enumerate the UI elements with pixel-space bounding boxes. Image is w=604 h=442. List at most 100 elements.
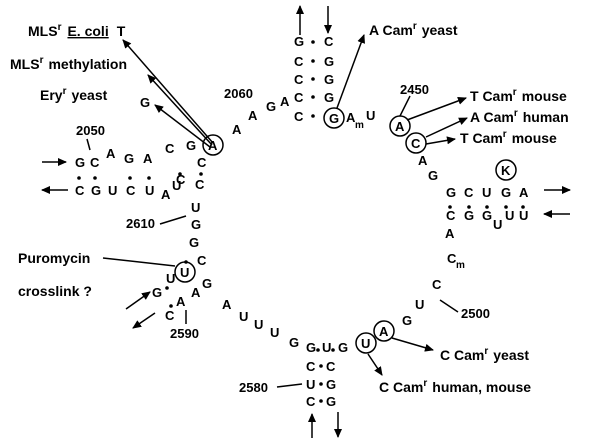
nucleotide: U [145, 183, 154, 198]
arrow-to-t-cam-mouse [406, 97, 467, 121]
nucleotide: G [75, 155, 85, 170]
arrow-to-c-cam-human-mouse [367, 353, 383, 376]
nucleotide: A [248, 108, 258, 123]
position-number: 2050 [76, 123, 105, 138]
nucleotide: U [415, 297, 424, 312]
arrow-to-methylation [147, 74, 213, 146]
nucleotide: C [294, 54, 304, 69]
nucleotide: C [90, 155, 100, 170]
arrow-to-c-cam-yeast [391, 337, 434, 352]
circled-nucleotide [373, 320, 395, 342]
nucleotide: C [411, 136, 421, 151]
nucleotide: U [191, 200, 200, 215]
arrow-2590-out [132, 312, 156, 329]
nucleotide: C [176, 172, 186, 187]
nucleotide: C [306, 394, 316, 409]
circled-nucleotide [202, 134, 224, 156]
nucleotide: G [152, 285, 162, 300]
nucleotide: G [186, 138, 196, 153]
nucleotide: G [446, 185, 456, 200]
nucleotide: C [464, 185, 474, 200]
nucleotide: G [294, 34, 304, 49]
position-number: 2610 [126, 216, 155, 231]
nucleotide: A [232, 122, 242, 137]
arrow-to-a-cam-human [425, 117, 468, 138]
nucleotide: U [180, 265, 189, 280]
nucleotide: G [189, 235, 199, 250]
nucleotide: U [306, 377, 315, 392]
nucleotide: C [326, 359, 336, 374]
nucleotide: A [280, 94, 290, 109]
nucleotide: C [294, 109, 304, 124]
nucleotide: A [418, 153, 428, 168]
position-number: 2060 [224, 86, 253, 101]
nucleotide: G [501, 185, 511, 200]
nucleotide: A [346, 110, 356, 125]
nucleotide: A [143, 151, 153, 166]
nucleotide: C [446, 208, 456, 223]
nucleotide: G [266, 99, 276, 114]
arrow-2590-in [125, 291, 151, 310]
nucleotide: U [519, 208, 528, 223]
nucleotide: U [108, 183, 117, 198]
nucleotide: G [324, 90, 334, 105]
nucleotide: C [306, 359, 316, 374]
nucleotide: A [208, 138, 218, 153]
nucleotide: G [326, 394, 336, 409]
nucleotide: G [91, 183, 101, 198]
nucleotide: G [289, 335, 299, 350]
nucleotide: G [124, 151, 134, 166]
annotation-puromycin: Puromycin [18, 250, 90, 266]
nucleotide: U [482, 185, 491, 200]
nucleotide: C [432, 277, 442, 292]
nucleotide: U [172, 178, 181, 193]
nucleotide: U [493, 217, 502, 232]
position-number: 2590 [170, 326, 199, 341]
nucleotide: C [324, 34, 334, 49]
circled-k [495, 159, 517, 181]
nucleotide: A [379, 324, 389, 339]
arrow-to-cam-yeast-top [336, 34, 365, 109]
nucleotide: G [329, 111, 339, 126]
nucleotide: C [197, 253, 207, 268]
modification-m: m [456, 260, 465, 271]
position-number: 2450 [400, 82, 429, 97]
annotation-crosslink: crosslink ? [18, 283, 92, 299]
nucleotide: G [202, 276, 212, 291]
nucleotide: G [324, 54, 334, 69]
annotation-g-base: G [140, 95, 150, 110]
nucleotide: C [447, 251, 457, 266]
arrow-to-ecoli [122, 39, 214, 144]
nucleotide: A [191, 285, 201, 300]
nucleotide: U [361, 336, 370, 351]
nucleotide: C [165, 308, 175, 323]
nucleotide: G [326, 377, 336, 392]
arrow-to-t-cam-mouse-2 [425, 136, 456, 145]
nucleotide: G [324, 72, 334, 87]
nucleotide: C [197, 155, 207, 170]
nucleotide: U [322, 340, 331, 355]
nucleotide: A [161, 187, 171, 202]
nucleotide: U [166, 271, 175, 286]
nucleotide: U [270, 325, 279, 340]
nucleotide: A [445, 226, 455, 241]
nucleotide: C [294, 90, 304, 105]
nucleotide: A [519, 185, 529, 200]
nucleotide: C [195, 177, 205, 192]
nucleotide: A [176, 294, 186, 309]
circled-nucleotide [355, 332, 377, 354]
nucleotide: U [505, 208, 514, 223]
nucleotide: C [294, 72, 304, 87]
modification-m: m [355, 120, 364, 131]
nucleotide: G [306, 340, 316, 355]
puromycin-pointer [102, 257, 176, 267]
nucleotide: A [106, 146, 116, 161]
